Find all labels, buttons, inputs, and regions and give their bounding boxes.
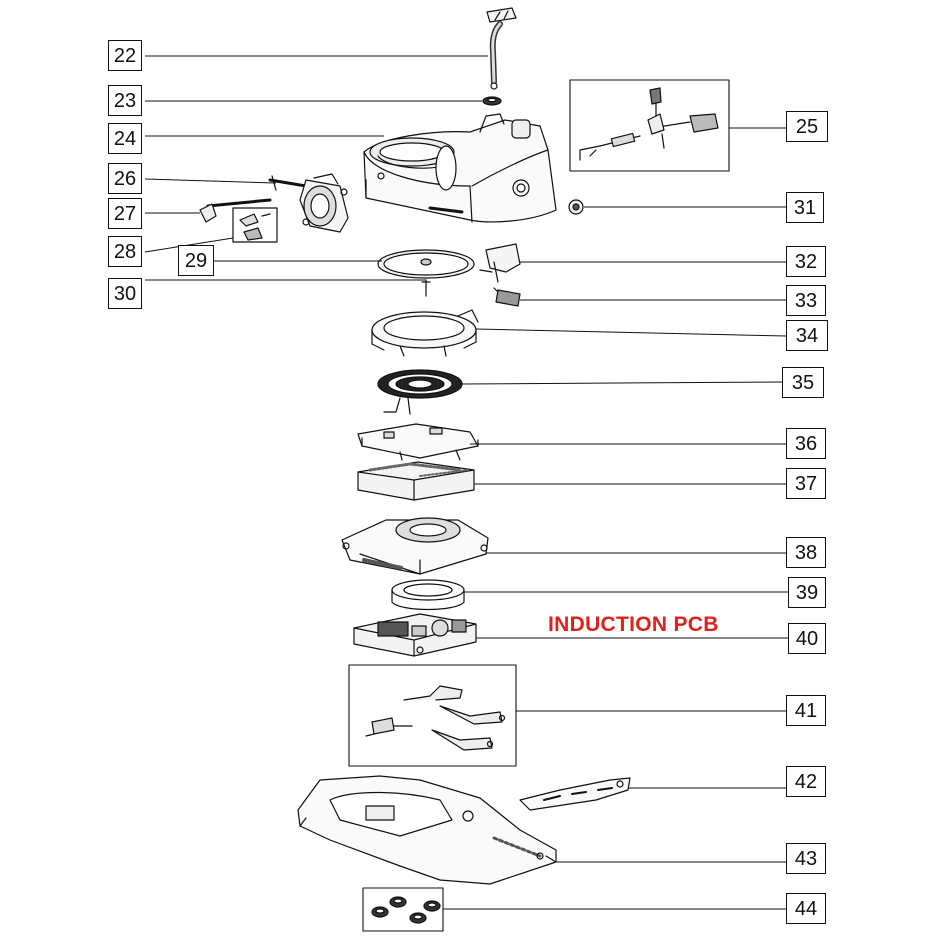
callout-label: 37 (794, 472, 818, 495)
leader-lines (144, 55, 788, 910)
part-42-bracket-bar (519, 777, 631, 811)
callout-label: 42 (794, 770, 818, 793)
part-22-spout-tube (486, 7, 517, 90)
callout-label: 36 (794, 432, 818, 455)
callout-label: 29 (184, 249, 208, 272)
callout-label: 41 (794, 699, 818, 722)
callout-label: 39 (795, 581, 819, 604)
callout-label: 33 (794, 289, 818, 312)
callout-label: 40 (795, 627, 819, 650)
part-25-power-cord (569, 79, 730, 172)
part-37-control-pcb (357, 461, 475, 501)
leader-35 (461, 381, 787, 385)
callout-40: 40 (788, 623, 826, 654)
callout-22: 22 (108, 40, 142, 71)
part-27-lever-rod (199, 198, 272, 223)
callout-43: 43 (786, 843, 826, 874)
callout-38: 38 (786, 537, 826, 568)
callout-36: 36 (786, 428, 826, 459)
induction-pcb-label: INDUCTION PCB (548, 613, 719, 636)
callout-label: 24 (113, 127, 137, 150)
callout-label: 43 (794, 847, 818, 870)
part-26-motor-assembly (268, 173, 349, 233)
part-36-frame-tray (357, 423, 479, 461)
part-31-knob (568, 199, 584, 215)
callout-42: 42 (786, 766, 826, 797)
callout-26: 26 (108, 163, 142, 194)
part-34-coil-support (371, 309, 479, 357)
callout-37: 37 (786, 468, 826, 499)
part-28-clips (232, 207, 278, 243)
callout-label: 25 (795, 115, 819, 138)
callout-label: 35 (791, 371, 815, 394)
callout-33: 33 (786, 285, 826, 316)
callout-label: 31 (793, 196, 817, 219)
part-24-upper-housing (363, 113, 557, 223)
callout-label: 23 (113, 89, 137, 112)
callout-label: 28 (113, 240, 137, 263)
callout-28: 28 (108, 236, 142, 267)
callout-25: 25 (786, 111, 828, 142)
callout-24: 24 (108, 123, 142, 154)
callout-27: 27 (108, 198, 142, 229)
callout-label: 22 (113, 44, 137, 67)
part-29-30-plate (377, 249, 475, 297)
callout-23: 23 (108, 85, 142, 116)
callout-41: 41 (786, 695, 826, 726)
leader-26 (144, 178, 277, 184)
part-35-induction-coil (377, 369, 463, 415)
part-41-wiring-harness (348, 664, 517, 767)
callout-label: 34 (795, 324, 819, 347)
leader-34 (475, 328, 787, 337)
part-33-sensor-board (493, 287, 521, 307)
part-44-rubber-feet (362, 887, 444, 932)
callout-label: 27 (113, 202, 137, 225)
callout-label: 38 (794, 541, 818, 564)
part-39-fan-ring (391, 579, 465, 611)
callout-label: 44 (794, 897, 818, 920)
callout-29: 29 (178, 245, 214, 276)
callout-31: 31 (786, 192, 824, 223)
callout-label: 26 (113, 167, 137, 190)
callout-44: 44 (786, 893, 826, 924)
part-32-bracket (479, 243, 521, 283)
part-38-fan-housing (341, 517, 489, 575)
part-43-base-plate (297, 775, 557, 885)
callout-30: 30 (108, 278, 142, 309)
callout-label: 32 (794, 250, 818, 273)
part-40-induction-pcb (353, 613, 477, 657)
callout-32: 32 (786, 246, 826, 277)
callout-35: 35 (782, 367, 824, 398)
callout-label: 30 (113, 282, 137, 305)
callout-39: 39 (788, 577, 826, 608)
part-23-washer (482, 96, 502, 106)
callout-34: 34 (786, 320, 828, 351)
